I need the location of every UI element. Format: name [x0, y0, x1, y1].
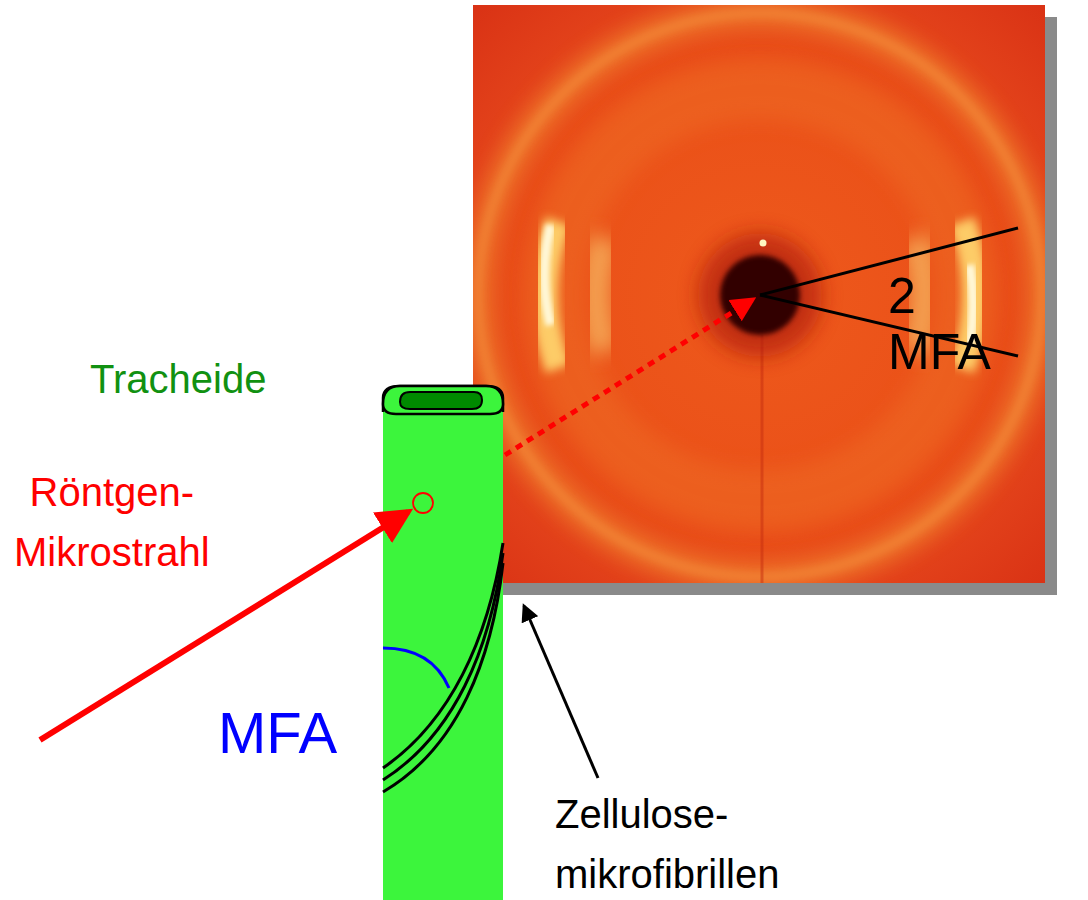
beam-label: Röntgen- Mikrostrahl: [14, 462, 210, 582]
beam-spot: [413, 493, 433, 513]
angle-label: MFA: [218, 700, 337, 766]
angle-label: 2 MFA: [888, 268, 991, 380]
label-holder: Tracheide: [90, 355, 266, 403]
tracheid-label: Tracheide: [90, 355, 266, 403]
equator-arc-core: [545, 225, 551, 325]
inner-arc: [596, 239, 606, 351]
microfibril: [383, 553, 503, 780]
beamstop-streak: [761, 335, 764, 583]
diffraction-ring-core: [478, 13, 1042, 577]
tracheid-body: [383, 400, 503, 900]
diffraction-ring: [478, 13, 1042, 577]
label-holder: Röntgen- Mikrostrahl: [14, 462, 210, 582]
label-holder: 2 MFA: [888, 268, 991, 380]
diffracted-beam: [505, 300, 752, 455]
equator-arc: [545, 222, 558, 369]
label-holder: MFA: [218, 700, 337, 766]
tracheid-lumen: [400, 392, 482, 409]
diffraction-pattern: [473, 5, 1045, 583]
direct-spot: [760, 240, 767, 247]
tracheid-top: [383, 386, 503, 414]
pattern-ground: [473, 5, 1045, 583]
label-holder: Zellulose- mikrofibrillen: [555, 784, 780, 900]
pointer-arrow: [524, 606, 598, 778]
microfibril-label: Zellulose- mikrofibrillen: [555, 784, 780, 900]
mfa-arc: [383, 648, 449, 688]
microfibril: [383, 563, 503, 792]
